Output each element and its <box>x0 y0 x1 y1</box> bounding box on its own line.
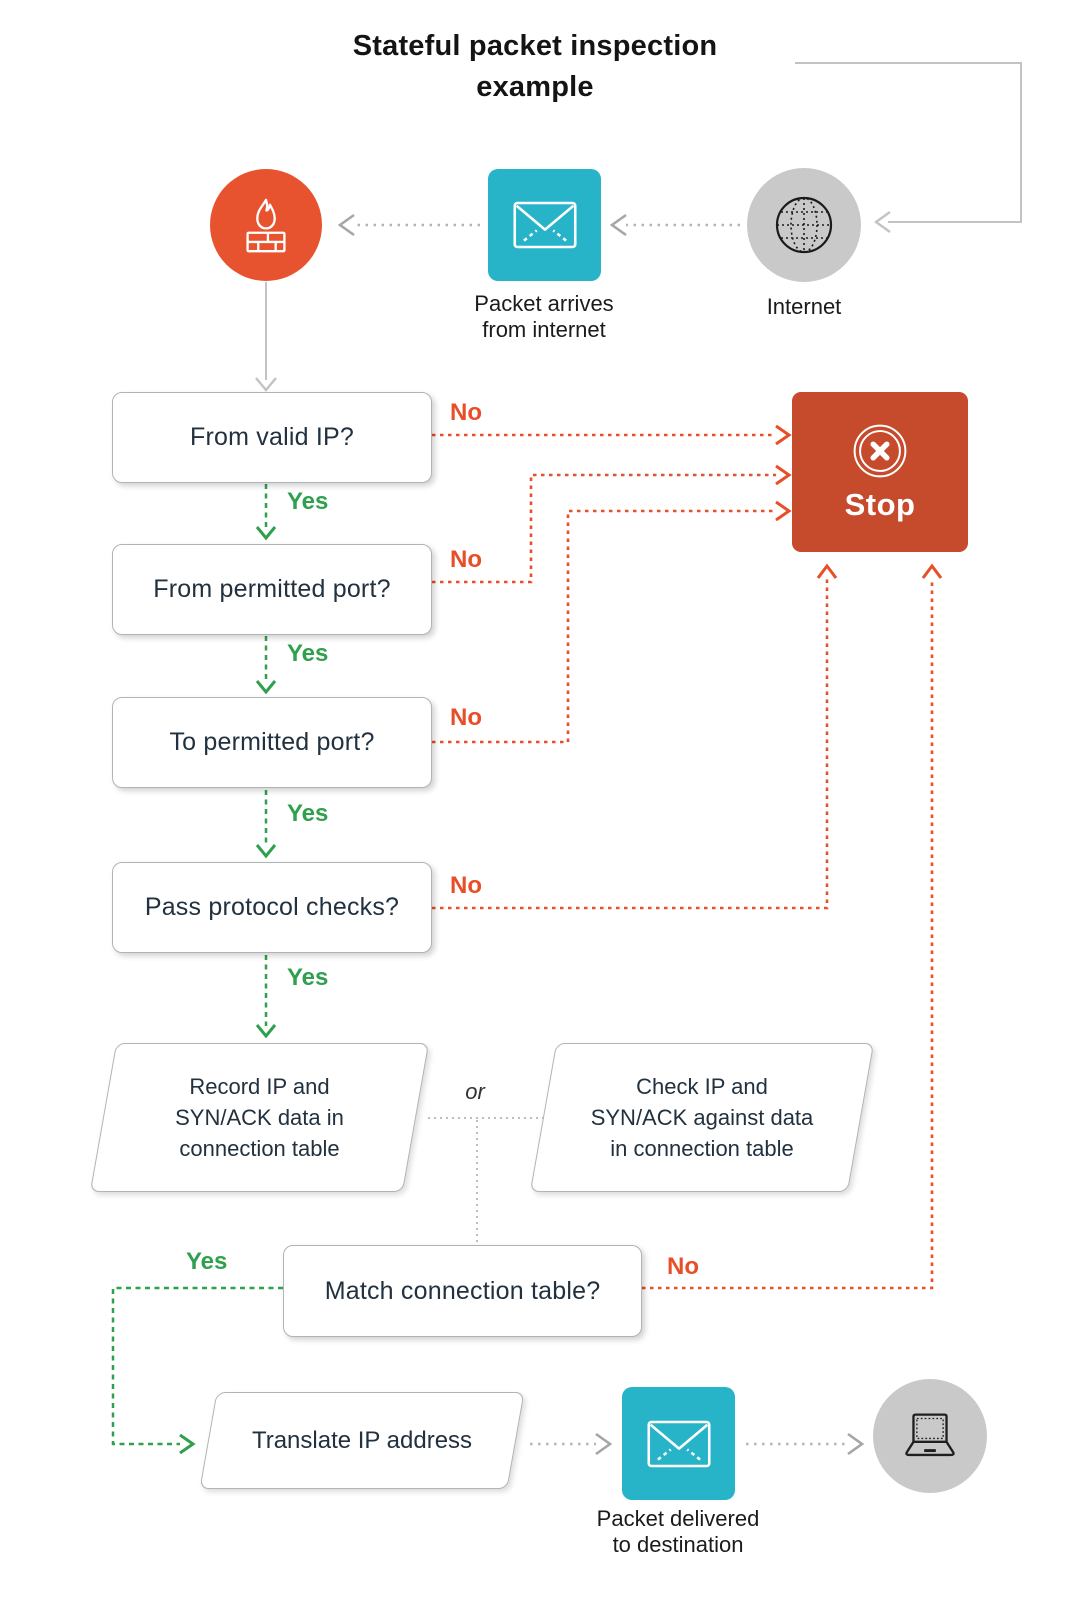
edge-no-match <box>642 563 943 1290</box>
decision-label: From valid IP? <box>190 423 354 451</box>
packet-delivered-node <box>622 1387 735 1500</box>
decision-from-valid-ip: From valid IP? <box>112 392 432 483</box>
process-record-connection: Record IP and SYN/ACK data in connection… <box>89 1043 430 1192</box>
firewall-icon <box>246 198 286 253</box>
edge-yes-to-port <box>255 790 277 859</box>
process-check-connection: Check IP and SYN/ACK against data in con… <box>529 1043 875 1192</box>
edge-firewall-to-valid-ip <box>255 282 277 392</box>
decision-label: Pass protocol checks? <box>144 893 400 921</box>
yes-label-match: Yes <box>186 1248 228 1275</box>
edge-no-from-port <box>432 464 792 584</box>
packet-delivered-label-line-1: Packet delivered <box>596 1506 760 1531</box>
title-line-2: example <box>476 71 594 103</box>
no-label-to-port: No <box>450 704 482 731</box>
edge-no-to-port <box>432 500 792 744</box>
packet-arrives-node <box>488 169 601 281</box>
edge-yes-from-port <box>255 636 277 695</box>
internet-label: Internet <box>766 294 842 319</box>
edge-translate-to-packet-out <box>530 1432 613 1456</box>
firewall-node <box>210 169 322 281</box>
packet-arrives-label-line-2: from internet <box>482 317 606 342</box>
packet-arrives-label-line-1: Packet arrives <box>474 291 614 316</box>
decision-from-permitted-port: From permitted port? <box>112 544 432 635</box>
check-line-2: SYN/ACK against data <box>590 1105 814 1130</box>
title-line-1: Stateful packet inspection <box>352 30 718 62</box>
check-line-1: Check IP and <box>636 1074 768 1099</box>
edge-or-connector <box>428 1117 546 1244</box>
yes-label-valid-ip: Yes <box>287 488 329 515</box>
envelope-icon <box>646 1420 711 1467</box>
edge-yes-match-to-translate <box>111 1286 283 1455</box>
check-line-3: in connection table <box>610 1136 794 1161</box>
stop-label: Stop <box>844 486 916 522</box>
no-label-protocol: No <box>450 872 482 899</box>
no-label-from-port: No <box>450 546 482 573</box>
edge-no-protocol <box>432 563 838 910</box>
destination-node <box>873 1379 987 1493</box>
yes-label-to-port: Yes <box>287 800 329 827</box>
edge-internet-to-packet <box>609 213 740 237</box>
stop-node: Stop <box>792 392 968 552</box>
edge-yes-protocol <box>255 955 277 1039</box>
or-label: or <box>465 1079 485 1104</box>
record-line-3: connection table <box>179 1136 340 1161</box>
internet-node <box>747 168 861 282</box>
globe-icon <box>775 196 833 254</box>
yes-label-from-port: Yes <box>287 640 329 667</box>
edge-no-valid-ip <box>432 424 792 446</box>
edge-yes-valid-ip <box>255 484 277 541</box>
decision-label: From permitted port? <box>153 575 391 603</box>
yes-label-protocol: Yes <box>287 964 329 991</box>
no-label-match: No <box>667 1253 699 1280</box>
edge-packet-out-to-laptop <box>746 1432 865 1456</box>
decision-label: To permitted port? <box>169 728 375 756</box>
decision-match-connection-table: Match connection table? <box>283 1245 642 1337</box>
decision-pass-protocol-checks: Pass protocol checks? <box>112 862 432 953</box>
decision-to-permitted-port: To permitted port? <box>112 697 432 788</box>
no-label-valid-ip: No <box>450 399 482 426</box>
record-line-2: SYN/ACK data in <box>175 1105 344 1130</box>
decision-label: Match connection table? <box>324 1276 601 1305</box>
circled-x-icon <box>853 424 907 477</box>
translate-label: Translate IP address <box>251 1427 473 1454</box>
envelope-icon <box>512 201 577 249</box>
laptop-icon <box>905 1413 955 1457</box>
edge-title-to-internet <box>795 62 1022 233</box>
record-line-1: Record IP and <box>189 1074 330 1099</box>
packet-arrives-label: Packet arrives from internet <box>414 291 674 343</box>
edge-packet-to-firewall <box>337 213 480 237</box>
diagram-title: Stateful packet inspection example <box>175 26 895 108</box>
packet-delivered-label: Packet delivered to destination <box>545 1506 811 1558</box>
process-translate-ip: Translate IP address <box>199 1392 525 1489</box>
packet-delivered-label-line-2: to destination <box>612 1532 744 1557</box>
